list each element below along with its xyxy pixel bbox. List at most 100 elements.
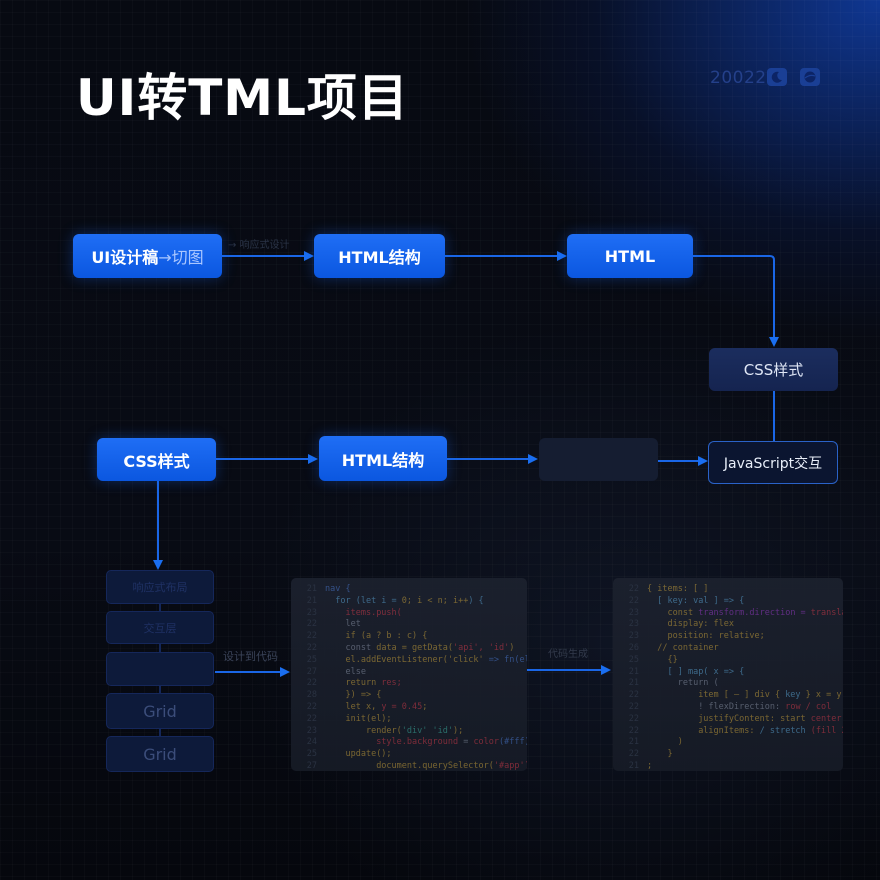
moon-icon[interactable] [767, 68, 787, 86]
code-token: data = getData( [376, 642, 453, 653]
code-token: alignItems: [698, 725, 760, 736]
code-text: items.push( [325, 608, 401, 620]
code-text: update(); [325, 749, 391, 761]
code-token: {} [667, 654, 678, 665]
code-token: row / col [785, 701, 832, 712]
line-number: 28 [306, 690, 317, 701]
node-ui-design[interactable]: UI设计稿→切图 [73, 234, 222, 278]
code-text: return res; [325, 678, 401, 690]
code-token: const [345, 642, 377, 653]
code-line: 21 ) [613, 737, 843, 749]
code-token: (fill 233) [810, 725, 843, 736]
node-css-right[interactable]: CSS样式 [709, 348, 838, 391]
code-token: ; [422, 701, 428, 712]
node-ui-design-sub: →切图 [158, 248, 204, 267]
code-line: 22 init(el); [291, 714, 527, 726]
line-number: 24 [306, 737, 317, 748]
stack-item-grid[interactable]: Grid [106, 693, 214, 729]
line-number: 22 [628, 713, 639, 724]
line-number: 22 [306, 678, 317, 689]
code-line: 23 items.push( [291, 608, 527, 620]
code-token: let x, [345, 701, 382, 712]
code-token: '#app').append(el) [493, 760, 527, 771]
code-text: if (a ? b : c) { [325, 631, 427, 643]
code-line: 22 ! flexDirection: row / col [613, 702, 843, 714]
line-number: 22 [306, 631, 317, 642]
edge-html-to-css [693, 255, 779, 347]
code-token: translate(0, 12px) [810, 607, 843, 618]
code-text: item [ — ] div { key } x = y) [647, 690, 843, 702]
line-number: 23 [306, 725, 317, 736]
stack-item-empty[interactable] [106, 652, 214, 686]
code-panel-right[interactable]: 22{ items: [ ]22 [ key: val ] => {23 con… [613, 578, 843, 771]
code-text: [ key: val ] => { [647, 596, 744, 608]
stack-item-responsive[interactable]: 响应式布局 [106, 570, 214, 604]
line-number: 22 [628, 701, 639, 712]
code-line: 25 el.addEventListener('click' => fn(el,… [291, 655, 527, 667]
line-number: 23 [628, 607, 639, 618]
code-text: let x, y = 0.45; [325, 702, 427, 714]
code-text: justifyContent: start center (222) [647, 714, 843, 726]
code-token: justifyContent: start [698, 713, 811, 724]
code-token: nav { [325, 584, 351, 594]
node-ui-design-main: UI设计稿 [91, 248, 159, 267]
code-token: position: relative; [667, 631, 765, 642]
code-token: render( [365, 725, 402, 736]
code-line: 23 display: flex [613, 619, 843, 631]
code-line: 26 // container [613, 643, 843, 655]
code-token: [ key: val ] => { [657, 595, 745, 606]
node-javascript[interactable]: JavaScript交互 [708, 441, 838, 484]
code-token: / stretch [759, 725, 811, 736]
year-badge: 20022 [710, 68, 767, 88]
code-token: key [785, 690, 801, 701]
code-line: 21 nav { [291, 584, 527, 596]
node-css-left[interactable]: CSS样式 [97, 438, 216, 481]
line-number: 22 [628, 595, 639, 606]
code-text: document.querySelector('#app').append(el… [325, 761, 527, 771]
line-number: 27 [306, 760, 317, 771]
code-token: center (222) [810, 713, 842, 724]
stack-item-grid[interactable]: Grid [106, 736, 214, 772]
stack-connector [159, 644, 161, 652]
code-text: return ( [647, 678, 719, 690]
code-text: }) => { [325, 690, 381, 702]
globe-icon[interactable] [800, 68, 820, 86]
node-html-top[interactable]: HTML [567, 234, 693, 278]
code-text: else [325, 666, 366, 679]
code-token: y = 0.45 [381, 701, 423, 712]
line-number: 21 [306, 584, 317, 594]
code-token: ) { [468, 595, 484, 606]
line-number: 25 [306, 654, 317, 665]
code-line: 21; [613, 761, 843, 771]
code-token: style.background [376, 737, 459, 748]
code-token: => fn(el, 200) [488, 654, 527, 665]
code-line: 27 document.querySelector('#app').append… [291, 761, 527, 771]
line-number: 21 [628, 737, 639, 748]
code-token: else [345, 666, 366, 677]
code-line: 25 {} [613, 655, 843, 667]
code-line: 23 position: relative; [613, 631, 843, 643]
code-line: 22 let [291, 619, 527, 631]
code-line: 22 [ key: val ] => { [613, 596, 843, 608]
code-token: } x = y) [800, 690, 843, 701]
line-number: 25 [628, 654, 639, 665]
code-token: 'api', 'id' [452, 642, 510, 653]
code-token: ) [509, 642, 515, 653]
edge-label-code-middle: 代码生成 [548, 649, 588, 660]
code-text: alignItems: / stretch (fill 233) [647, 726, 843, 738]
code-text: nav { [325, 584, 351, 596]
node-html-structure-mid[interactable]: HTML结构 [319, 436, 447, 481]
stack-item-interaction[interactable]: 交互层 [106, 611, 214, 644]
node-empty-placeholder[interactable] [539, 438, 658, 481]
code-line: 23 render('div' 'id'); [291, 726, 527, 738]
code-line: 24 style.background = color(#fff) [291, 737, 527, 749]
code-token: transform.direction = [698, 607, 811, 618]
node-html-structure-top[interactable]: HTML结构 [314, 234, 445, 278]
code-text: ! flexDirection: row / col [647, 702, 831, 714]
line-number: 21 [306, 595, 317, 606]
code-line: 22 return res; [291, 678, 527, 690]
code-line: 22 let x, y = 0.45; [291, 702, 527, 714]
code-line: 22 const data = getData('api', 'id') [291, 643, 527, 655]
code-text: {} [647, 654, 678, 667]
